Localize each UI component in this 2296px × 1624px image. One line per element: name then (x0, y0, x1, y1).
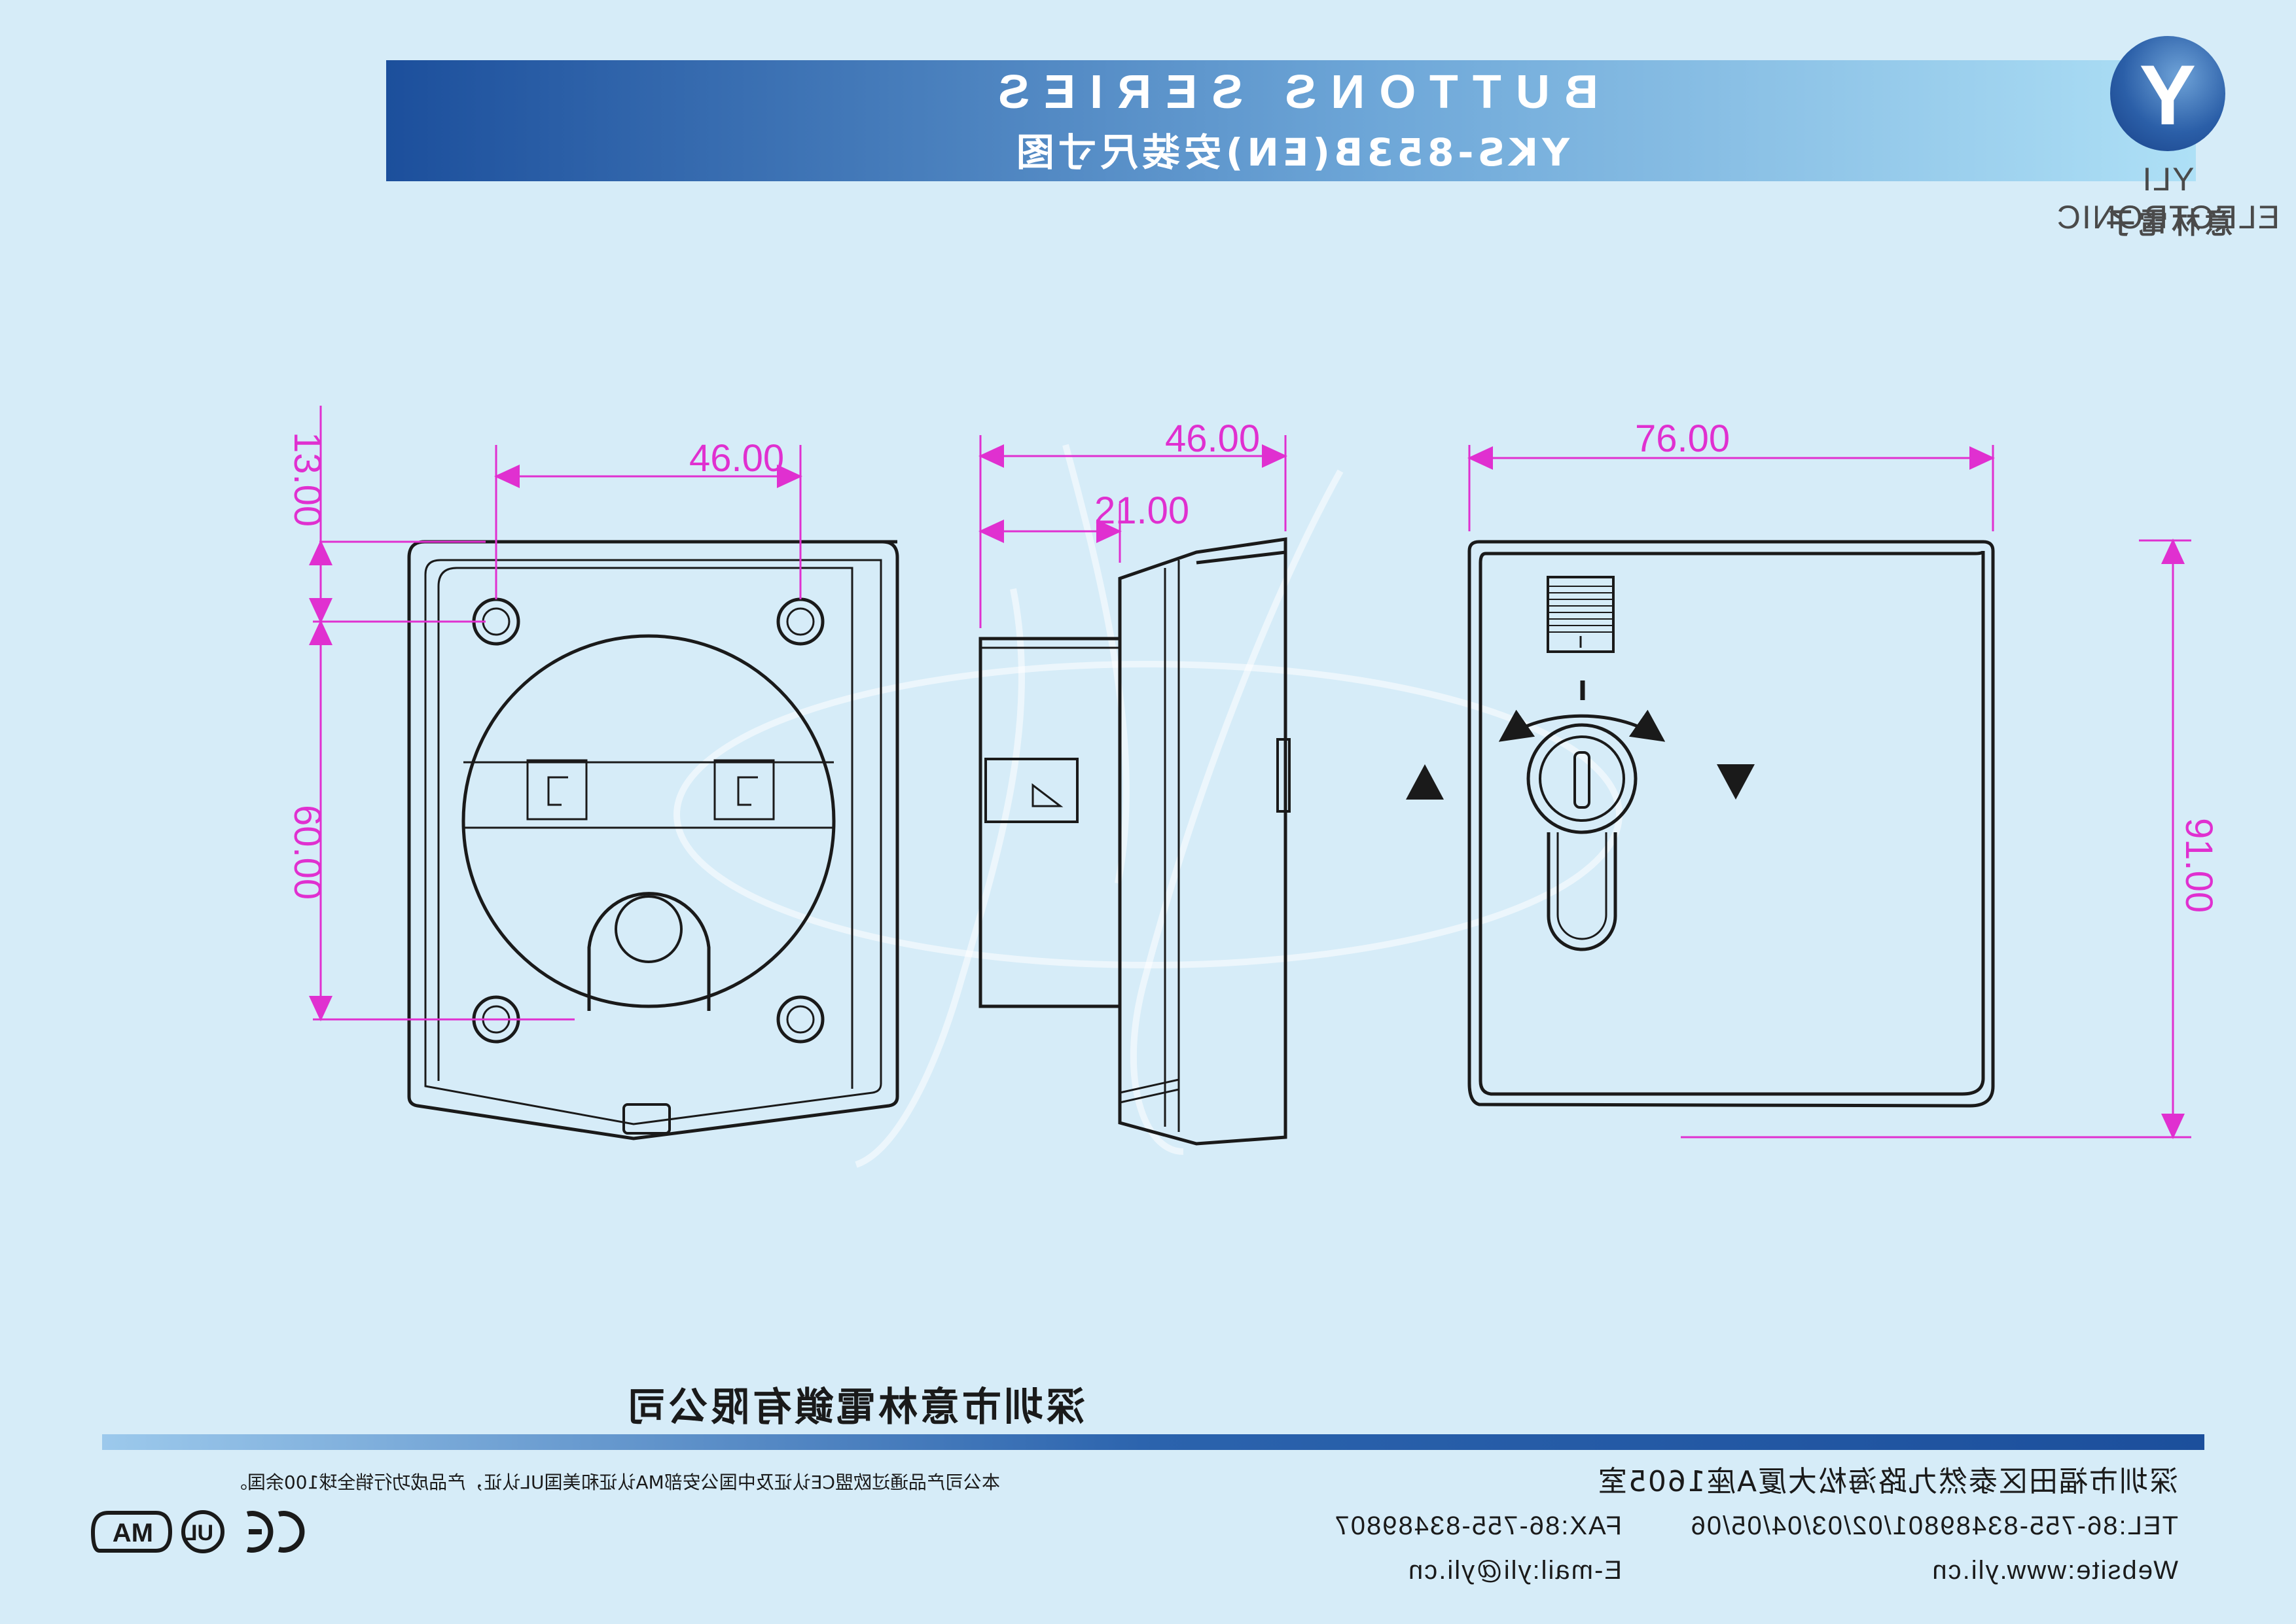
certification-marks: UL MA CE (90, 1510, 305, 1553)
back-top-offset-text: 13.00 (286, 432, 329, 527)
ul-mark-label: UL (184, 1521, 213, 1545)
ma-mark-label: MA (113, 1519, 153, 1547)
side-body-depth-text: 21.00 (1094, 489, 1189, 532)
blind-icon (1547, 576, 1615, 653)
ce-mark-icon (278, 1511, 305, 1553)
back-top-width-text: 46.00 (689, 437, 784, 480)
back-view (407, 540, 899, 1140)
front-view (1406, 540, 1995, 1108)
back-view-dimensions (309, 406, 802, 1021)
side-depth-text: 46.00 (1165, 417, 1260, 460)
ma-mark-icon (90, 1511, 173, 1553)
side-view (978, 537, 1291, 1146)
side-view-dimensions (978, 435, 1287, 628)
front-width-text: 76.00 (1635, 417, 1730, 460)
ul-mark-icon (181, 1510, 224, 1553)
front-view-dimensions (1467, 445, 2191, 1139)
back-hole-spacing-text: 60.00 (286, 805, 329, 900)
up-triangle-icon (1406, 764, 1444, 800)
down-triangle-icon (1717, 764, 1755, 800)
front-height-text: 91.00 (2178, 818, 2220, 913)
key-cylinder (1526, 723, 1638, 834)
